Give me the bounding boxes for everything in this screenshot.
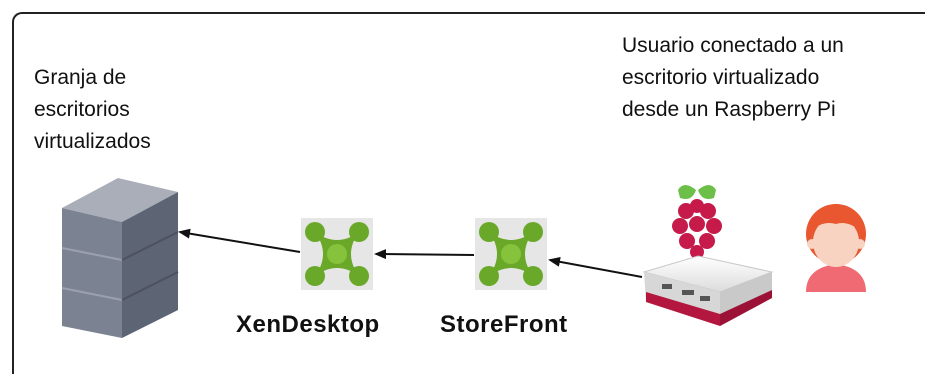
server-icon — [61, 178, 179, 338]
citrix-x-icon — [475, 218, 547, 290]
arrow-xendesktop-to-server — [178, 228, 301, 253]
user-label: Usuario conectado a un escritorio virtua… — [622, 30, 922, 126]
user-avatar-icon — [806, 204, 866, 292]
diagram-frame — [12, 12, 925, 374]
arrow-pi-to-storefront — [548, 256, 643, 278]
farm-label: Granja de escritorios virtualizados — [34, 62, 234, 158]
raspberry-pi-logo-icon — [672, 185, 722, 259]
farm-label-line: escritorios — [34, 98, 130, 121]
farm-label-line: virtualizados — [34, 130, 151, 153]
citrix-x-icon — [301, 218, 373, 290]
storefront-label: StoreFront — [440, 311, 568, 338]
user-label-line: desde un Raspberry Pi — [622, 98, 836, 121]
user-label-line: escritorio virtualizado — [622, 66, 820, 89]
arrow-storefront-to-xendesktop — [374, 249, 475, 260]
xendesktop-label: XenDesktop — [236, 311, 380, 338]
user-label-line: Usuario conectado a un — [622, 34, 844, 57]
farm-label-line: Granja de — [34, 66, 127, 89]
raspberry-pi-case-icon — [642, 255, 774, 326]
